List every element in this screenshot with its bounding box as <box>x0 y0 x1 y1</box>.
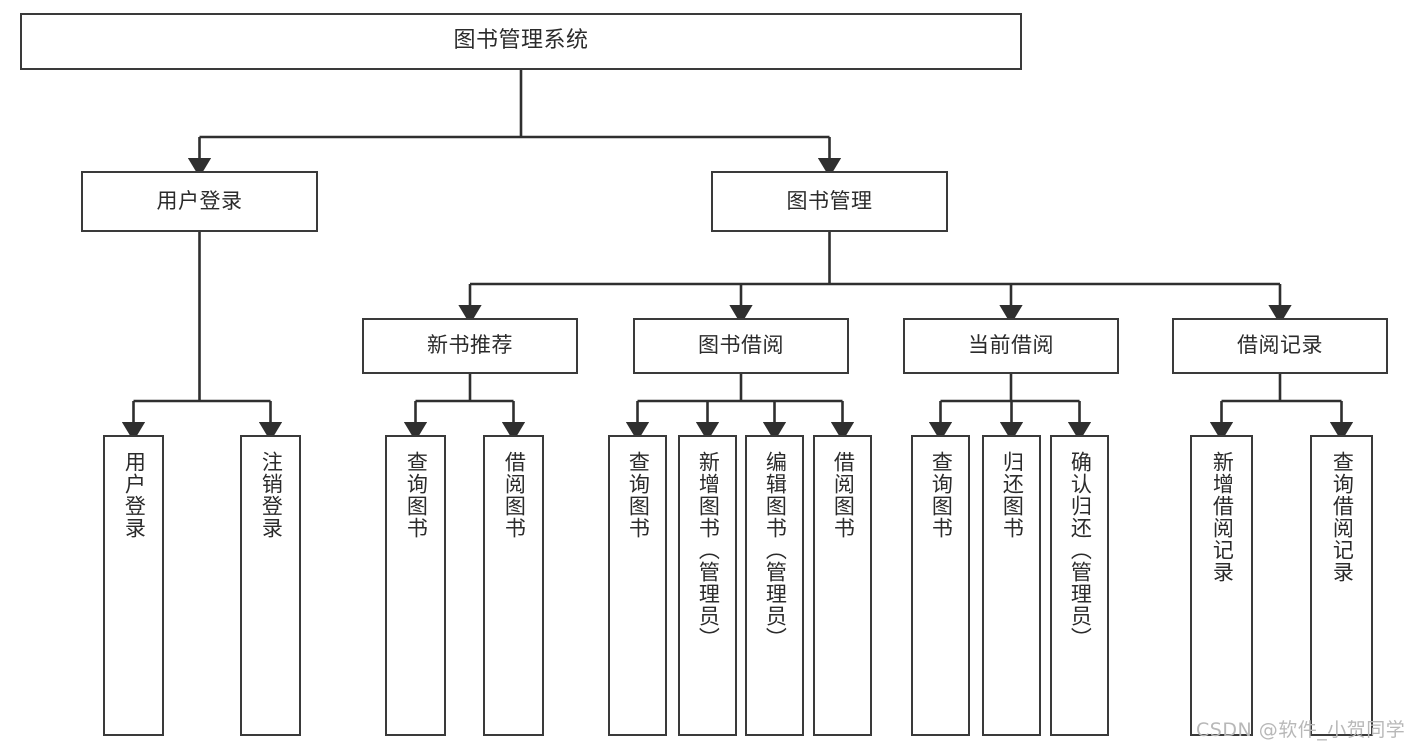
node-l-qbook2[interactable]: 查询图书 <box>608 435 667 736</box>
node-label-l-qrec: 查询借阅记录 <box>1330 451 1355 583</box>
node-records[interactable]: 借阅记录 <box>1172 318 1388 374</box>
node-label-login: 用户登录 <box>156 188 243 213</box>
node-l-return[interactable]: 归还图书 <box>982 435 1041 736</box>
node-label-l-bbook1: 借阅图书 <box>502 451 527 539</box>
node-label-l-confirm: 确认归还（管理员） <box>1068 451 1093 649</box>
node-l-addrec[interactable]: 新增借阅记录 <box>1190 435 1253 736</box>
node-l-bbook2[interactable]: 借阅图书 <box>813 435 872 736</box>
node-current[interactable]: 当前借阅 <box>903 318 1119 374</box>
node-label-bookmgmt: 图书管理 <box>786 188 873 213</box>
node-label-root: 图书管理系统 <box>453 28 589 54</box>
node-l-confirm[interactable]: 确认归还（管理员） <box>1050 435 1109 736</box>
node-l-editbook[interactable]: 编辑图书（管理员） <box>745 435 804 736</box>
node-newbook[interactable]: 新书推荐 <box>362 318 578 374</box>
node-label-l-qbook3: 查询图书 <box>929 451 954 539</box>
node-l-bbook1[interactable]: 借阅图书 <box>483 435 544 736</box>
node-bookmgmt[interactable]: 图书管理 <box>711 171 948 232</box>
node-label-l-logout: 注销登录 <box>259 451 284 539</box>
node-label-l-return: 归还图书 <box>1000 451 1025 539</box>
csdn-watermark: CSDN @软件_小贺同学 <box>1196 719 1405 741</box>
node-l-qrec[interactable]: 查询借阅记录 <box>1310 435 1373 736</box>
node-label-l-bbook2: 借阅图书 <box>831 451 856 539</box>
node-label-newbook: 新书推荐 <box>427 333 513 358</box>
node-l-addbook[interactable]: 新增图书（管理员） <box>678 435 737 736</box>
node-label-l-qbook2: 查询图书 <box>626 451 651 539</box>
node-l-logout[interactable]: 注销登录 <box>240 435 301 736</box>
node-l-login[interactable]: 用户登录 <box>103 435 164 736</box>
node-label-l-qbook1: 查询图书 <box>404 451 429 539</box>
node-label-borrow: 图书借阅 <box>698 333 784 358</box>
node-borrow[interactable]: 图书借阅 <box>633 318 849 374</box>
node-l-qbook3[interactable]: 查询图书 <box>911 435 970 736</box>
node-label-l-editbook: 编辑图书（管理员） <box>763 451 788 649</box>
node-login[interactable]: 用户登录 <box>81 171 318 232</box>
node-label-l-addrec: 新增借阅记录 <box>1210 451 1235 583</box>
node-root[interactable]: 图书管理系统 <box>20 13 1022 70</box>
node-label-current: 当前借阅 <box>968 333 1054 358</box>
node-label-records: 借阅记录 <box>1237 333 1323 358</box>
node-label-l-login: 用户登录 <box>122 451 147 539</box>
node-l-qbook1[interactable]: 查询图书 <box>385 435 446 736</box>
node-label-l-addbook: 新增图书（管理员） <box>696 451 721 649</box>
